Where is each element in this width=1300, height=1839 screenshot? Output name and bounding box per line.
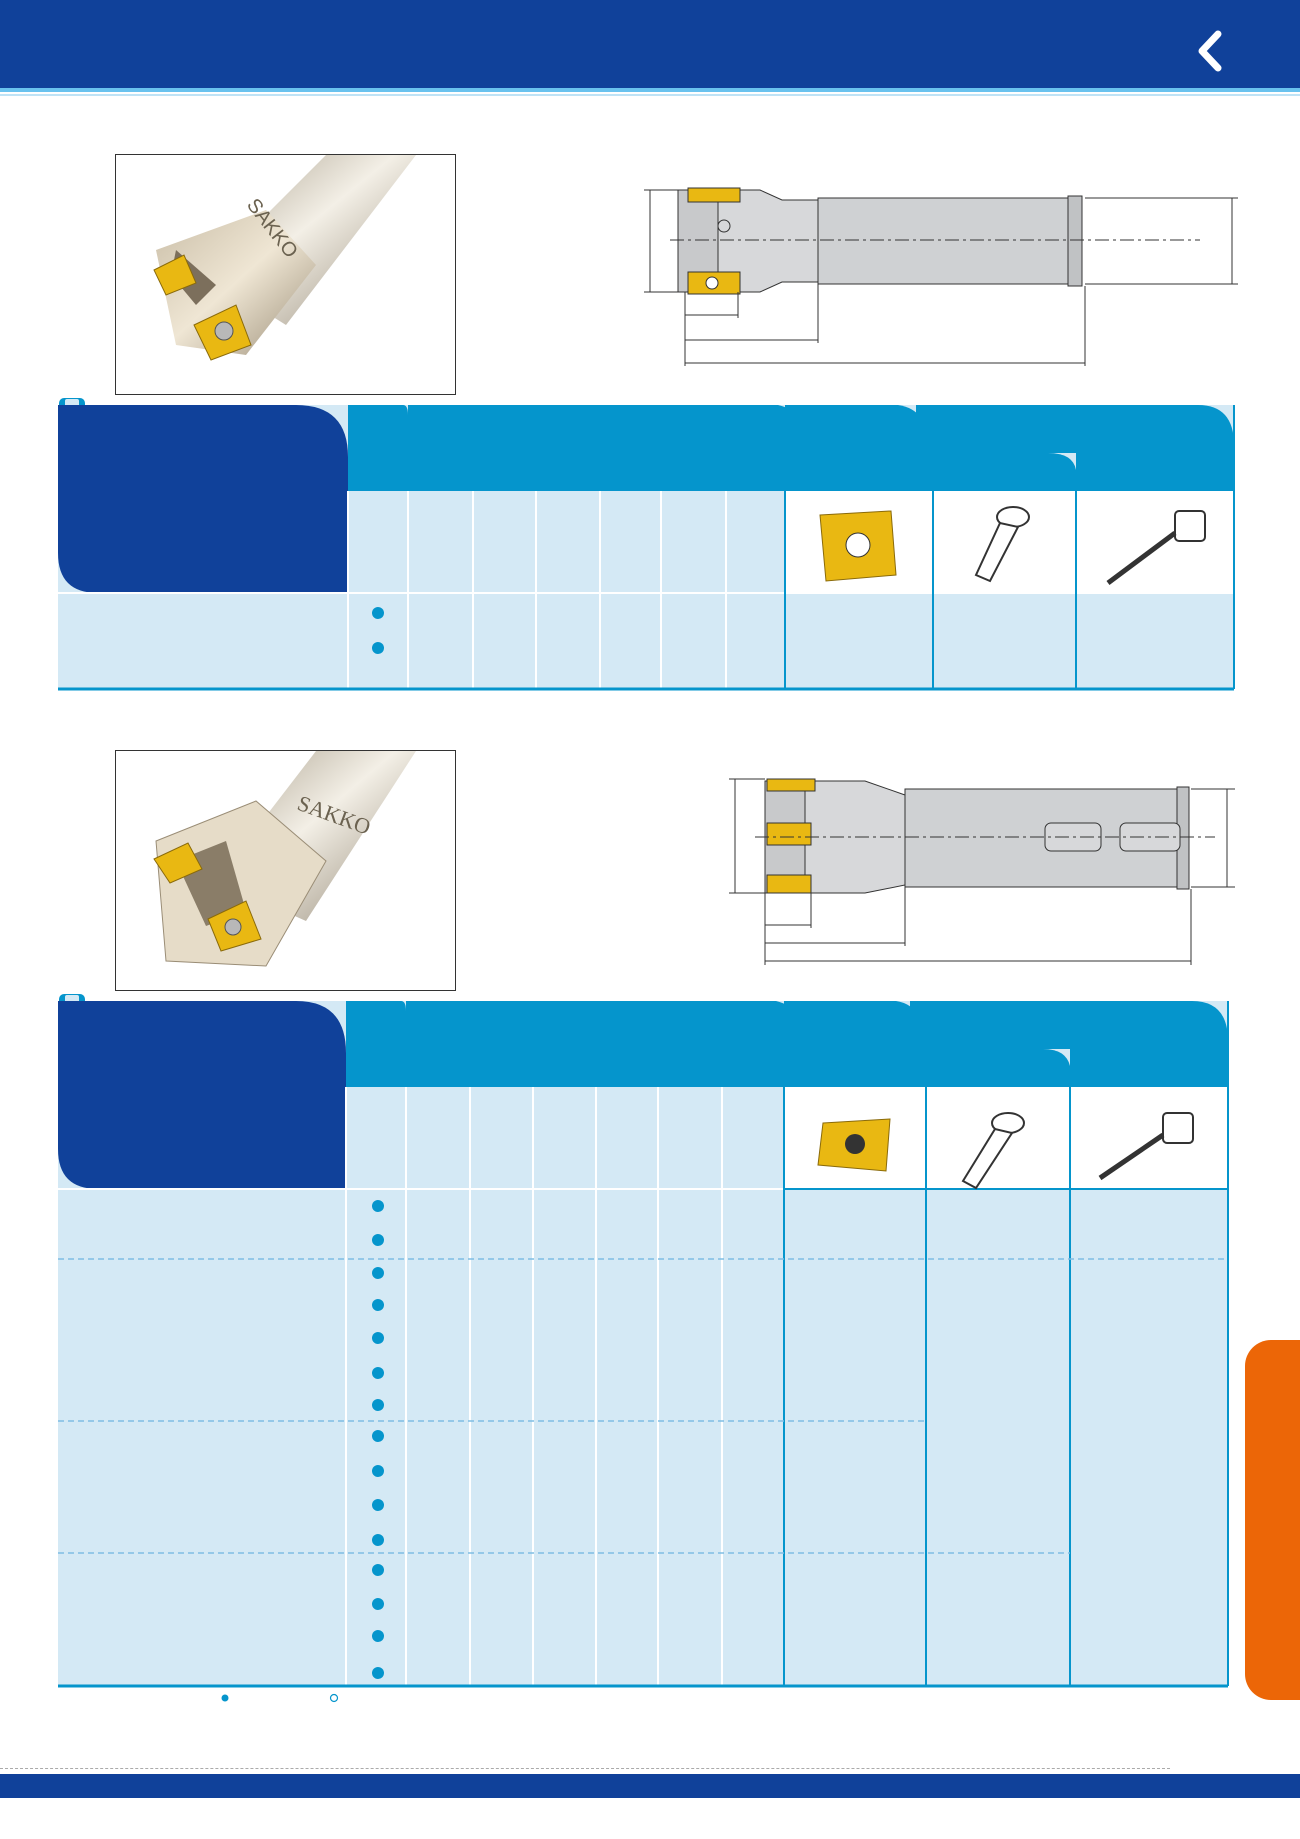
torx-screw-icon (974, 506, 1030, 583)
end-mill-photo: SAKKO (153, 751, 416, 967)
header-bar (0, 0, 1300, 88)
availability-dot (372, 1234, 384, 1246)
availability-dot (372, 1299, 384, 1311)
availability-dot (372, 1430, 384, 1442)
availability-dot (372, 1367, 384, 1379)
header-accent-line-thin (0, 94, 1300, 96)
availability-dot (372, 1267, 384, 1279)
availability-dot (372, 1499, 384, 1511)
availability-dot (372, 642, 384, 654)
footer-rule (0, 1768, 1170, 1769)
spec-table-1 (58, 405, 1235, 691)
availability-dot (372, 1200, 384, 1212)
tool-photo-2: SAKKO (115, 750, 456, 991)
tool-photo-1: SAKKO (115, 154, 456, 395)
availability-dot (372, 1465, 384, 1477)
torx-screw-icon (961, 1112, 1025, 1190)
availability-dot (372, 1534, 384, 1546)
availability-dot (372, 1399, 384, 1411)
section-side-tab[interactable] (1245, 1340, 1300, 1700)
torx-key-icon (1106, 510, 1206, 586)
availability-dot (372, 607, 384, 619)
availability-dot (372, 1667, 384, 1679)
filled-dot-icon (221, 1694, 229, 1702)
end-mill-photo: SAKKO (153, 155, 416, 361)
hollow-dot-icon (329, 1693, 339, 1703)
tool-drawing-1 (644, 187, 1238, 366)
availability-dot (372, 1630, 384, 1642)
insert-icon (819, 510, 897, 582)
tool-drawing-2 (729, 778, 1235, 965)
availability-dot (372, 1332, 384, 1344)
availability-dot (372, 1564, 384, 1576)
insert-icon (817, 1118, 891, 1172)
chevron-left-icon[interactable] (1190, 28, 1230, 74)
torx-key-icon (1098, 1112, 1194, 1181)
availability-dot (372, 1598, 384, 1610)
footer-bar (0, 1774, 1300, 1798)
spec-table-2 (58, 1001, 1229, 1688)
header-accent-line (0, 88, 1300, 92)
